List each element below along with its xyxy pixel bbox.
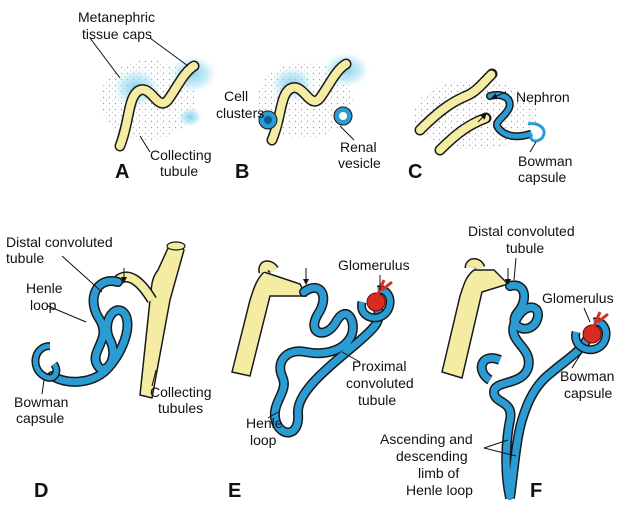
label-tubule: tubule [358, 392, 396, 408]
leader-henle [47, 305, 87, 323]
bowman-capsule [33, 343, 59, 381]
label-limb-of: limb of [418, 465, 459, 481]
panel-letter-c: C [408, 161, 422, 183]
label-glomerulus: Glomerulus [542, 290, 614, 306]
arrow-junction-top [491, 91, 507, 99]
leader-distal [513, 257, 517, 281]
bowman-capsule [572, 318, 610, 353]
panel-c: Nephron Bowman capsule C [408, 68, 572, 185]
label-henle: Henle [26, 280, 63, 296]
label-capsule: capsule [564, 385, 612, 401]
cell-cluster-core [264, 116, 272, 124]
label-convoluted: convoluted [346, 375, 414, 391]
leader-collecting [151, 369, 157, 387]
label-distal-convoluted: Distal convoluted [468, 223, 575, 239]
leader-renal-vesicle [339, 125, 355, 141]
collecting-tubule [116, 62, 198, 150]
nephron [48, 277, 131, 386]
leader-henle [267, 411, 279, 419]
leader-glomerulus [583, 307, 591, 323]
glomerulus [582, 324, 602, 344]
label-proximal: Proximal [352, 358, 406, 374]
nephron [271, 284, 383, 436]
collecting-tubule [268, 60, 350, 144]
label-capsule: capsule [518, 169, 566, 185]
label-cell: Cell [224, 88, 248, 104]
leader-cap-left [89, 37, 121, 79]
label-bowman: Bowman [14, 394, 68, 410]
label-renal: Renal [340, 139, 377, 155]
label-clusters: clusters [216, 105, 264, 121]
leader-distal [61, 255, 103, 293]
leader-limb-1 [483, 439, 509, 449]
tubule-top [466, 259, 484, 270]
label-collecting: Collecting [150, 384, 211, 400]
glomerulus [366, 292, 386, 312]
label-tubule: tubule [160, 163, 198, 179]
panel-letter-d: D [34, 480, 48, 502]
label-distal-tubule: tubule [506, 240, 544, 256]
panel-letter-f: F [530, 480, 542, 502]
panel-letter-b: B [235, 161, 249, 183]
panel-a: Metanephric tissue caps Collecting tubul… [78, 9, 217, 183]
label-ascending: Ascending and [380, 431, 473, 447]
label-bowman: Bowman [518, 153, 572, 169]
label-glomerulus: Glomerulus [338, 257, 410, 273]
panel-f: Distal convoluted tubule Glomerulus Bowm… [380, 223, 614, 502]
collecting-tubule [416, 70, 496, 134]
leader-bowman [529, 141, 537, 153]
renal-vesicle-lumen [339, 112, 347, 120]
nephron [490, 281, 592, 499]
collecting-tubule [139, 244, 185, 399]
glomerulus-vessels [592, 311, 609, 327]
label-bowman: Bowman [560, 368, 614, 384]
panel-letter-a: A [115, 161, 129, 183]
label-capsule: capsule [16, 410, 64, 426]
label-loop: loop [250, 432, 277, 448]
leader-bowman [41, 379, 45, 395]
label-metanephric: Metanephric [78, 9, 155, 25]
collecting-tubule-end [166, 241, 186, 251]
label-henle-loop: Henle loop [406, 482, 473, 498]
leader-collecting [139, 135, 151, 153]
panel-letter-e: E [228, 480, 241, 502]
tubule-top [259, 261, 278, 273]
label-vesicle: vesicle [338, 155, 381, 171]
leader-limb-2 [483, 447, 517, 457]
panel-e: Glomerulus Proximal convoluted tubule He… [228, 257, 414, 502]
bowman-capsule [527, 122, 546, 143]
label-henle: Henle [246, 415, 283, 431]
label-collecting: Collecting [150, 147, 211, 163]
tubule-branch [115, 272, 156, 303]
label-distal-convoluted: Distal convoluted [6, 234, 113, 250]
tissue-cap-small [178, 107, 202, 127]
label-distal-tubule: tubule [6, 250, 44, 266]
nephron-outline [47, 276, 133, 387]
arrow-junction-bottom [477, 113, 487, 123]
leader-bowman [571, 351, 583, 369]
label-descending: descending [396, 448, 468, 464]
leader-proximal [341, 351, 361, 363]
panel-d: Distal convoluted tubule Henle loop Bowm… [6, 234, 211, 502]
collecting-tubule [441, 269, 510, 379]
leader-cap-right [149, 37, 189, 67]
glomerulus-vessels [376, 279, 393, 295]
collecting-tubule [231, 271, 308, 377]
bowman-capsule [358, 286, 394, 321]
panel-b: Cell clusters Renal vesicle B [216, 52, 381, 183]
proximal-loop [478, 354, 502, 384]
label-loop: loop [30, 297, 57, 313]
label-tubules: tubules [158, 400, 203, 416]
label-tissue-caps: tissue caps [82, 26, 152, 42]
nephron [487, 92, 539, 139]
label-nephron: Nephron [516, 89, 570, 105]
